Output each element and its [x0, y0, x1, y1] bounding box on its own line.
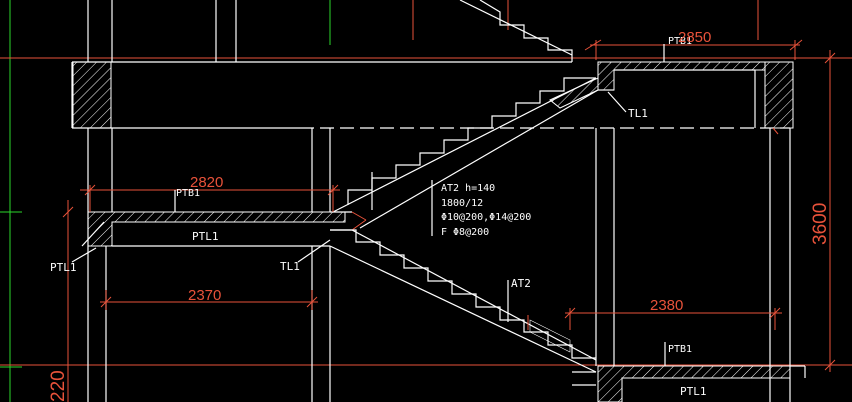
- dim-mid-lower: 2370: [188, 287, 221, 304]
- label-ptb1-mid: PTB1: [176, 188, 200, 199]
- reference-lines: [0, 0, 852, 366]
- label-ptl1-mid: PTL1: [192, 230, 219, 243]
- dimension-lines: [62, 39, 836, 402]
- dim-bottom-right: 2380: [650, 297, 683, 314]
- columns: [87, 128, 615, 402]
- bottom-landing: [597, 365, 806, 402]
- label-ptl1-left: PTL1: [50, 261, 77, 274]
- dim-top-right: 2850: [678, 29, 711, 46]
- stair-note-line2: 1800/12: [441, 198, 483, 209]
- label-tl1-mid: TL1: [280, 260, 300, 273]
- stair-note-line3: Φ10@200,Φ14@200: [441, 212, 531, 223]
- label-at2-right: AT2: [511, 277, 531, 290]
- middle-landing: [81, 211, 367, 247]
- top-slab: [71, 0, 572, 129]
- label-ptb1-top: PTB1: [668, 36, 692, 47]
- leader-lines: [71, 44, 666, 366]
- stair-note-line4: F Φ8@200: [441, 227, 489, 238]
- label-ptl1-bottom: PTL1: [680, 385, 707, 398]
- stair-note-line1: AT2 h=140: [441, 183, 495, 194]
- dim-mid-upper: 2820: [190, 174, 223, 191]
- upper-stair-flight: [332, 0, 599, 229]
- label-ptb1-bottom: PTB1: [668, 344, 692, 355]
- dim-vertical-right: 3600: [810, 203, 831, 245]
- axis-lines: [0, 0, 331, 402]
- dim-vertical-left: 220: [48, 370, 69, 402]
- label-tl1-top: TL1: [628, 107, 648, 120]
- stair-note: AT2 h=140 1800/12 Φ10@200,Φ14@200 F Φ8@2…: [441, 183, 531, 238]
- upper-landing: [597, 61, 794, 402]
- lower-stair-flight: [329, 229, 597, 386]
